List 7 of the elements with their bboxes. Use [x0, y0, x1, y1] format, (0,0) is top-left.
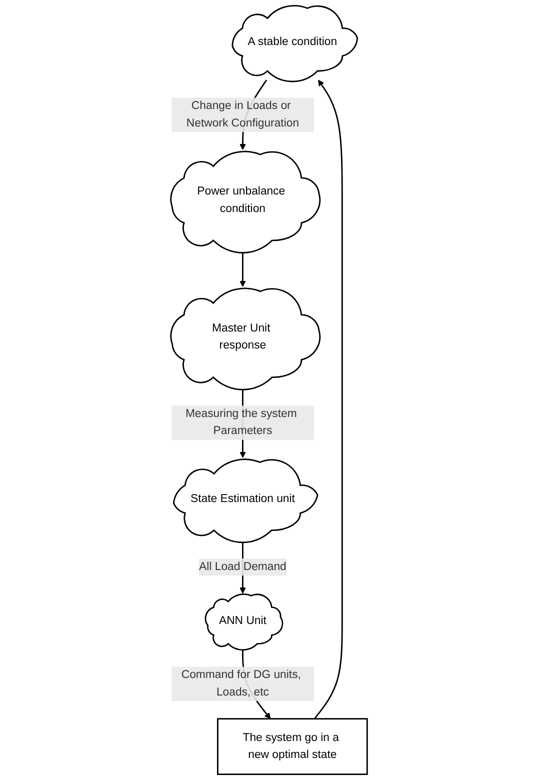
- arrow: [240, 251, 246, 287]
- edge-label: All Load Demand: [199, 560, 286, 573]
- node-box: The system go in a new optimal state: [217, 718, 368, 776]
- arrow: [314, 80, 343, 720]
- edge-label: Command for DG units, Loads, etc: [181, 668, 301, 698]
- edge-label: Change in Loads or Network Configuration: [186, 100, 300, 130]
- edge-label: Measuring the system Parameters: [185, 408, 297, 437]
